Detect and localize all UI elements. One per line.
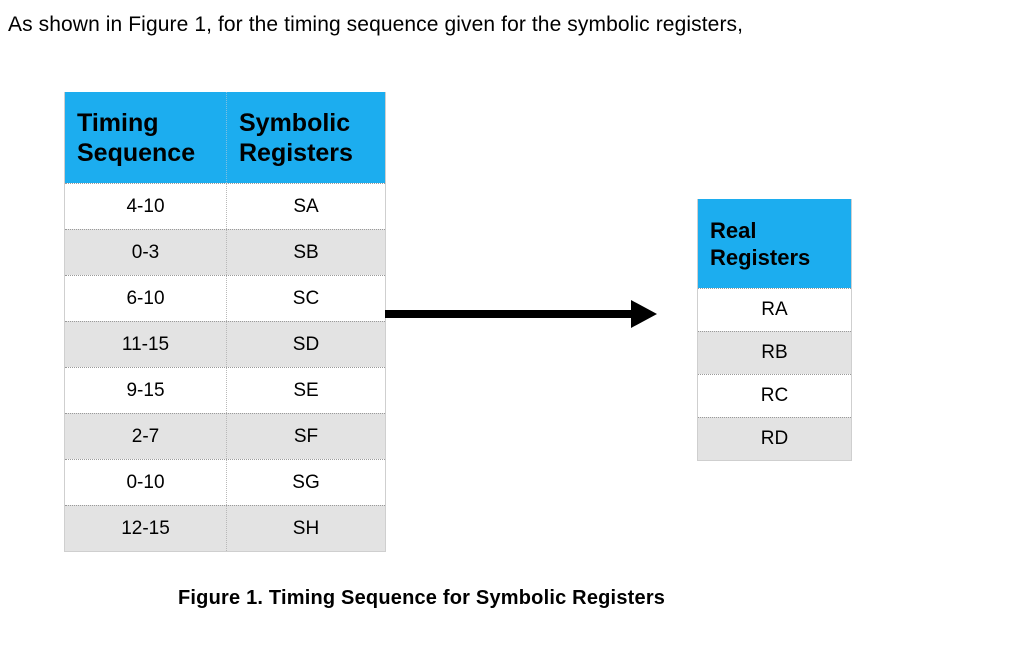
cell-real-register: RA xyxy=(761,299,788,320)
cell-real-register: RC xyxy=(760,385,789,406)
real-registers-table: Real Registers RA RB RC RD xyxy=(697,199,852,461)
intro-paragraph: As shown in Figure 1, for the timing seq… xyxy=(8,13,744,36)
symbolic-registers-table: Timing Sequence Symbolic Registers 4-10 … xyxy=(64,92,386,552)
table-row: RA xyxy=(698,288,851,331)
cell-symbolic-register: SD xyxy=(226,322,385,367)
cell-timing-sequence: 0-10 xyxy=(126,471,165,493)
table-row: RC xyxy=(698,374,851,417)
cell-symbolic-register: SA xyxy=(226,184,385,229)
cell-symbolic-register: SG xyxy=(226,460,385,505)
real-table-header-row: Real Registers xyxy=(698,199,851,288)
right-arrow-icon xyxy=(385,296,657,332)
cell-timing-sequence: 11-15 xyxy=(121,333,170,355)
cell-symbolic-register: SF xyxy=(226,414,385,459)
cell-timing-sequence: 12-15 xyxy=(121,517,170,539)
cell-timing-sequence: 9-15 xyxy=(126,379,165,401)
column-header-real-registers: Real Registers xyxy=(710,217,811,270)
column-header-timing-sequence: Timing Sequence xyxy=(77,108,196,167)
column-header-symbolic-registers: Symbolic Registers xyxy=(226,92,385,183)
table-row: 0-3 SB xyxy=(65,229,385,275)
table-row: 6-10 SC xyxy=(65,275,385,321)
cell-symbolic-register: SB xyxy=(226,230,385,275)
cell-real-register: RB xyxy=(761,342,788,363)
table-row: RD xyxy=(698,417,851,460)
table-row: 4-10 SA xyxy=(65,183,385,229)
figure-caption: Figure 1. Timing Sequence for Symbolic R… xyxy=(178,587,666,609)
cell-timing-sequence: 6-10 xyxy=(126,287,165,309)
cell-timing-sequence: 4-10 xyxy=(126,195,165,217)
cell-symbolic-register: SC xyxy=(226,276,385,321)
cell-symbolic-register: SE xyxy=(226,368,385,413)
symbolic-table-header-row: Timing Sequence Symbolic Registers xyxy=(65,92,385,183)
cell-timing-sequence: 0-3 xyxy=(131,241,160,263)
table-row: 11-15 SD xyxy=(65,321,385,367)
table-row: 0-10 SG xyxy=(65,459,385,505)
cell-symbolic-register: SH xyxy=(226,506,385,551)
table-row: RB xyxy=(698,331,851,374)
cell-timing-sequence: 2-7 xyxy=(131,425,160,447)
table-row: 12-15 SH xyxy=(65,505,385,551)
table-row: 2-7 SF xyxy=(65,413,385,459)
table-row: 9-15 SE xyxy=(65,367,385,413)
cell-real-register: RD xyxy=(760,428,789,449)
